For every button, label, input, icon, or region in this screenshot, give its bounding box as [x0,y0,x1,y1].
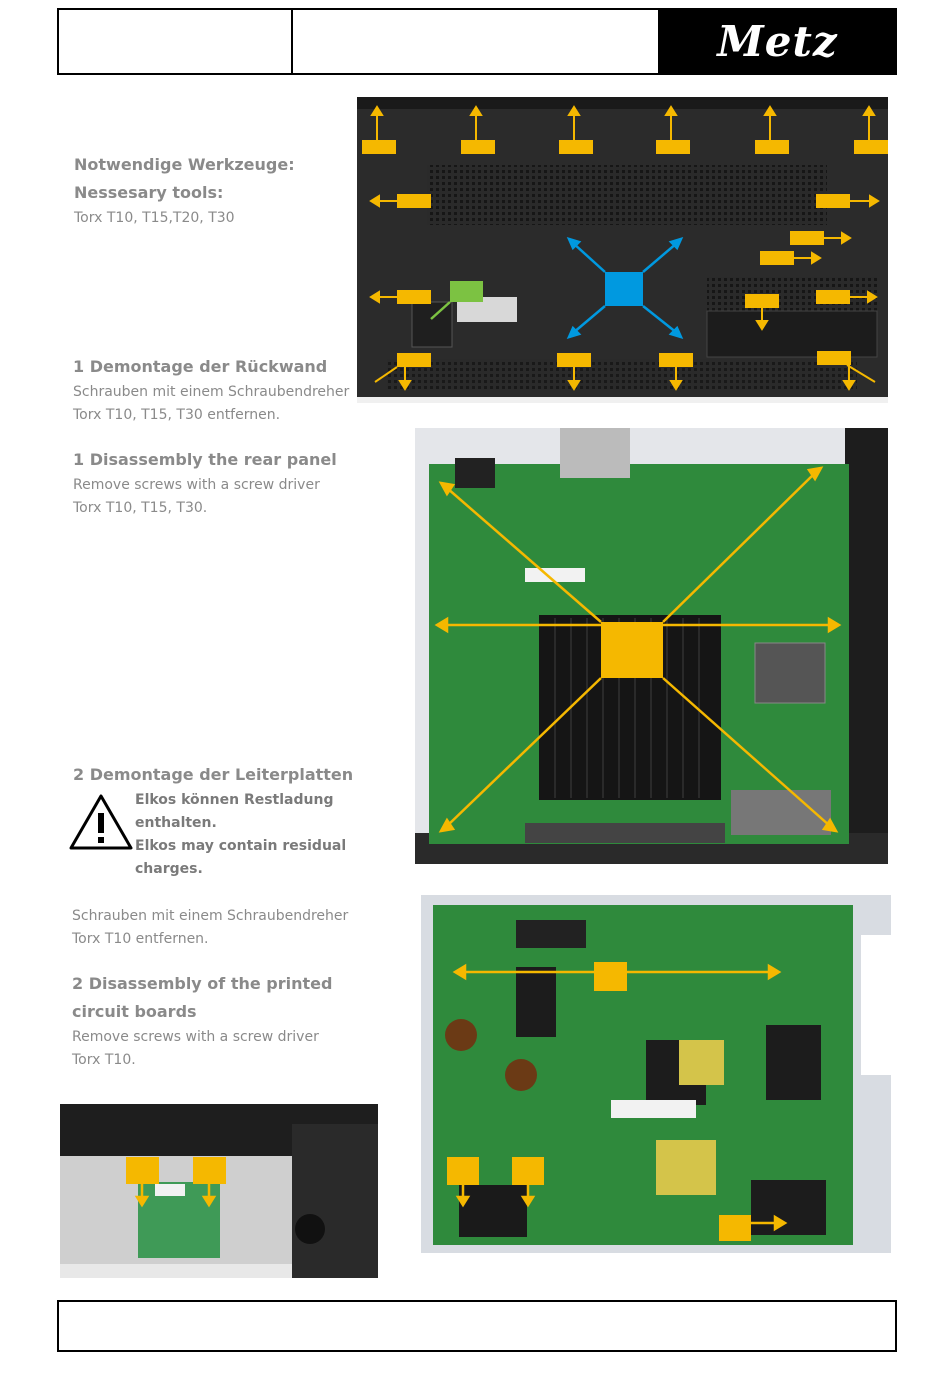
header-frame [57,8,897,75]
step1-text-en-2: Torx T10, T15, T30. [73,500,208,516]
tools-list: Torx T10, T15,T20, T30 [74,210,235,226]
step1-text-de-1: Schrauben mit einem Schraubendreher [73,384,350,400]
warning-icon [69,794,133,850]
warning-text-de-1: Elkos können Restladung [135,792,334,808]
warning-text-en-2: charges. [135,861,203,877]
footer-frame [57,1300,897,1352]
warning-text-en-1: Elkos may contain residual [135,838,347,854]
step1-text-en-1: Remove screws with a screw driver [73,477,320,493]
header-divider [658,8,660,75]
wifi-module-photo [60,1104,378,1278]
step1-text-de-2: Torx T10, T15, T30 entfernen. [73,407,281,423]
warning-text-de-2: enthalten. [135,815,217,831]
step1-heading-de: 1 Demontage der Rückwand [73,357,328,376]
header-divider [291,8,293,75]
metz-logo: Metz [660,10,895,73]
main-board-photo [415,428,888,864]
step2-text-de-2: Torx T10 entfernen. [72,931,209,947]
step2-text-en-2: Torx T10. [72,1052,136,1068]
step2-heading-de: 2 Demontage der Leiterplatten [73,765,354,784]
step2-text-en-1: Remove screws with a screw driver [72,1029,319,1045]
step2-heading-en-2: circuit boards [72,1002,197,1021]
tools-heading-en: Nessesary tools: [74,183,224,202]
tools-heading-de: Notwendige Werkzeuge: [74,155,295,174]
step1-heading-en: 1 Disassembly the rear panel [73,450,337,469]
logo-text: Metz [717,17,838,66]
power-board-photo [421,895,891,1253]
step2-heading-en-1: 2 Disassembly of the printed [72,974,333,993]
rear-panel-photo [357,97,888,403]
step2-text-de-1: Schrauben mit einem Schraubendreher [72,908,349,924]
